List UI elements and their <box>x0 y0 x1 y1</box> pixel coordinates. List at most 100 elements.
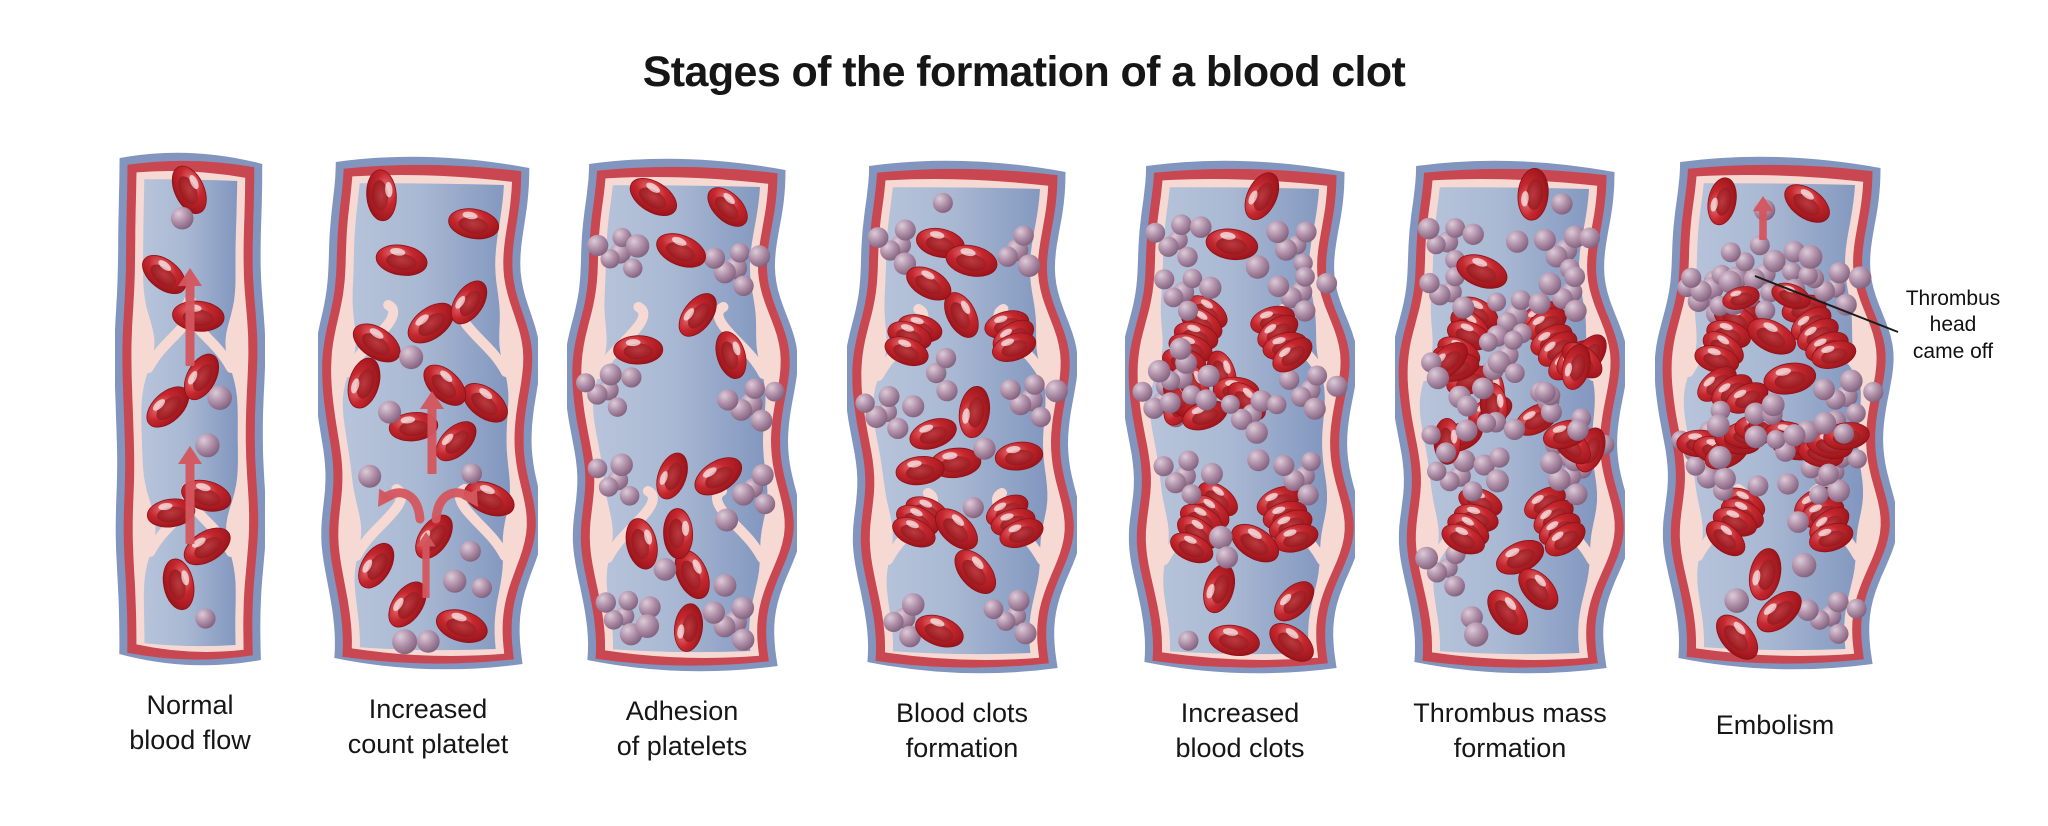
platelet <box>1294 300 1316 322</box>
platelet <box>1215 546 1239 569</box>
red-blood-cell <box>1518 568 1559 610</box>
platelet <box>1190 216 1212 238</box>
red-blood-cell <box>1707 177 1737 226</box>
red-blood-cell <box>884 336 929 367</box>
platelet <box>1445 218 1466 238</box>
platelet <box>973 437 996 460</box>
red-blood-cell <box>656 233 706 268</box>
stage-figure-increased-blood-clots: Increased blood clots <box>1125 150 1355 763</box>
stage-figure-blood-clots-formation: Blood clots formation <box>847 150 1077 763</box>
platelet <box>1818 463 1839 485</box>
platelet <box>748 245 771 267</box>
platelet <box>732 483 755 506</box>
platelet <box>1534 381 1556 403</box>
platelet <box>1182 268 1203 289</box>
platelet <box>878 386 900 407</box>
red-blood-cell <box>162 558 195 611</box>
platelet <box>1796 599 1819 621</box>
platelet <box>1279 369 1300 390</box>
platelet <box>595 592 616 613</box>
stage-label-embolism: Embolism <box>1715 710 1835 740</box>
platelet <box>1197 364 1220 388</box>
red-blood-cell <box>629 178 677 216</box>
platelet <box>603 610 624 630</box>
stage-label-adhesion-of-platelets: Adhesion of platelets <box>616 696 748 762</box>
platelet <box>1487 350 1511 374</box>
platelet <box>1178 450 1199 471</box>
stage-label-increased-blood-clots: Increased blood clots <box>1175 698 1305 764</box>
platelet <box>1209 525 1233 550</box>
platelet <box>1755 300 1776 321</box>
red-blood-cell <box>1748 548 1782 601</box>
platelet <box>1250 390 1273 412</box>
platelet <box>997 246 1018 267</box>
stage-label-blood-clots-formation: Blood clots formation <box>895 698 1029 764</box>
platelet <box>1472 377 1494 400</box>
platelet <box>1564 299 1587 322</box>
platelet <box>635 614 660 638</box>
platelet <box>1783 424 1806 447</box>
platelet <box>598 477 619 497</box>
platelet <box>1306 365 1328 386</box>
platelet <box>1749 235 1770 256</box>
red-blood-cell <box>142 254 187 295</box>
annotation-line-3: came off <box>1912 339 1994 363</box>
platelet <box>1426 235 1446 255</box>
platelet <box>1533 228 1556 251</box>
platelet <box>1177 246 1198 268</box>
platelet <box>1267 275 1290 298</box>
platelet <box>1154 269 1175 290</box>
platelet <box>1181 484 1202 505</box>
platelet <box>600 249 620 269</box>
platelet <box>1417 217 1440 240</box>
platelet <box>1503 330 1523 350</box>
red-blood-cell <box>1208 624 1260 657</box>
valve-flap <box>343 300 399 377</box>
platelet <box>713 574 737 597</box>
platelet <box>1195 389 1217 411</box>
vessel-embolism-illustration <box>1655 156 1895 670</box>
platelet <box>1476 413 1497 433</box>
platelet <box>1761 393 1785 417</box>
platelet <box>1724 588 1749 613</box>
red-blood-cell <box>1771 282 1811 310</box>
red-blood-cell <box>994 441 1044 471</box>
red-blood-cell <box>906 266 952 301</box>
red-blood-cell <box>1705 520 1746 557</box>
platelet <box>855 393 875 413</box>
platelet <box>1462 481 1483 502</box>
platelet <box>416 630 440 653</box>
platelet <box>1708 446 1732 469</box>
red-blood-cell <box>388 581 427 628</box>
red-blood-cell <box>613 335 664 365</box>
platelet <box>703 247 726 269</box>
platelet <box>459 540 481 562</box>
red-blood-cell <box>435 421 477 462</box>
platelet <box>1503 418 1525 440</box>
platelet <box>619 486 640 506</box>
backflow-arrow <box>431 488 478 524</box>
red-blood-cell <box>435 609 488 643</box>
platelet <box>717 389 739 411</box>
platelet <box>1766 430 1786 449</box>
platelet <box>1303 397 1326 420</box>
vessel-thrombus-mass-formation-illustration <box>1395 160 1625 674</box>
platelet <box>887 417 909 439</box>
platelet <box>750 409 773 432</box>
platelet <box>1266 220 1289 244</box>
platelet <box>1681 267 1702 288</box>
stage-figure-normal-blood-flow: Normal blood flow <box>115 142 265 755</box>
platelet <box>195 433 220 458</box>
red-blood-cell <box>1203 564 1236 614</box>
red-blood-cell <box>1763 362 1817 395</box>
platelet <box>1326 375 1348 397</box>
annotation-thrombus-head: Thrombus head came off <box>1888 286 2018 365</box>
platelet <box>1787 511 1809 533</box>
red-blood-cell <box>1274 581 1315 622</box>
flow-arrow <box>1752 196 1774 240</box>
valve-flap <box>593 302 649 379</box>
platelet <box>1565 483 1588 506</box>
red-blood-cell <box>663 508 694 560</box>
annotation-line-1: Thrombus <box>1905 287 2001 310</box>
platelet <box>653 557 677 581</box>
